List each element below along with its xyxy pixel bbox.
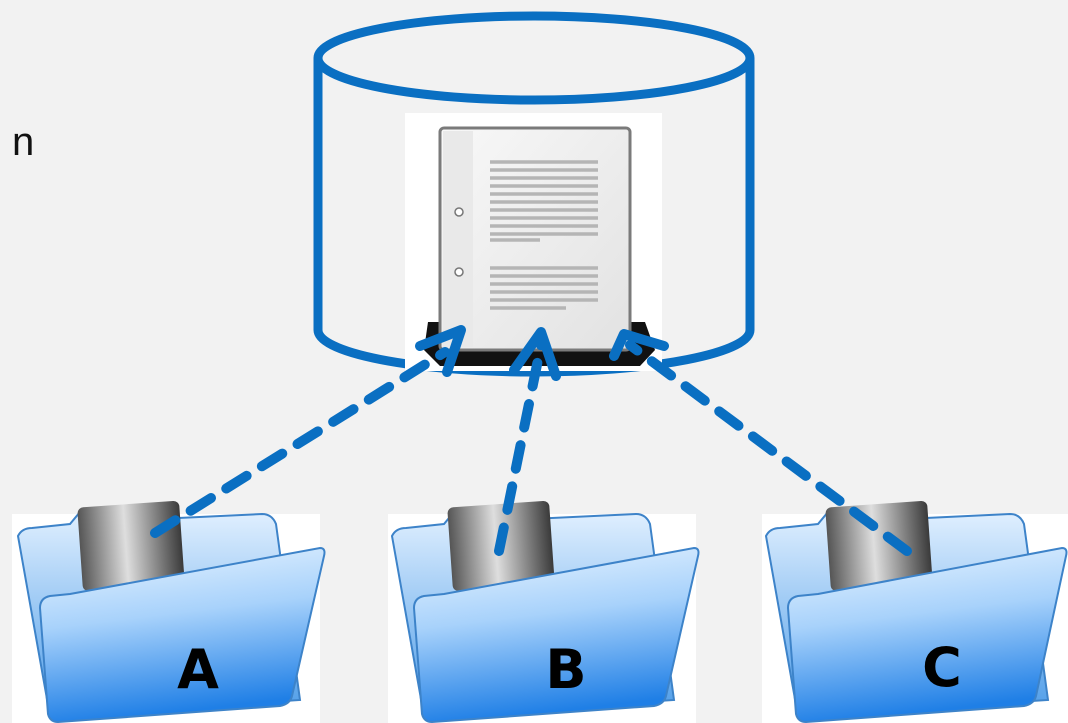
arrowhead-a	[415, 325, 466, 377]
folder-c-icon: C	[762, 500, 1068, 723]
arrowheads	[415, 325, 669, 381]
folder-b-label: B	[545, 638, 586, 701]
folder-b-icon: B	[388, 500, 700, 723]
document-text-lines	[490, 160, 598, 310]
folder-c-paper	[825, 500, 933, 592]
folder-a-paper	[77, 500, 185, 592]
folder-a-icon: A	[12, 500, 326, 723]
arrow-from-a	[150, 347, 450, 538]
arrow-from-b	[494, 340, 546, 556]
arrowhead-b	[509, 327, 561, 381]
arrowhead-c	[609, 329, 669, 361]
stray-text: n	[12, 120, 35, 164]
folder-a-label: A	[177, 638, 219, 701]
dashed-arrows	[150, 340, 912, 556]
folder-c-label: C	[922, 636, 962, 699]
document-icon	[405, 113, 662, 371]
arrow-from-c	[625, 340, 912, 556]
